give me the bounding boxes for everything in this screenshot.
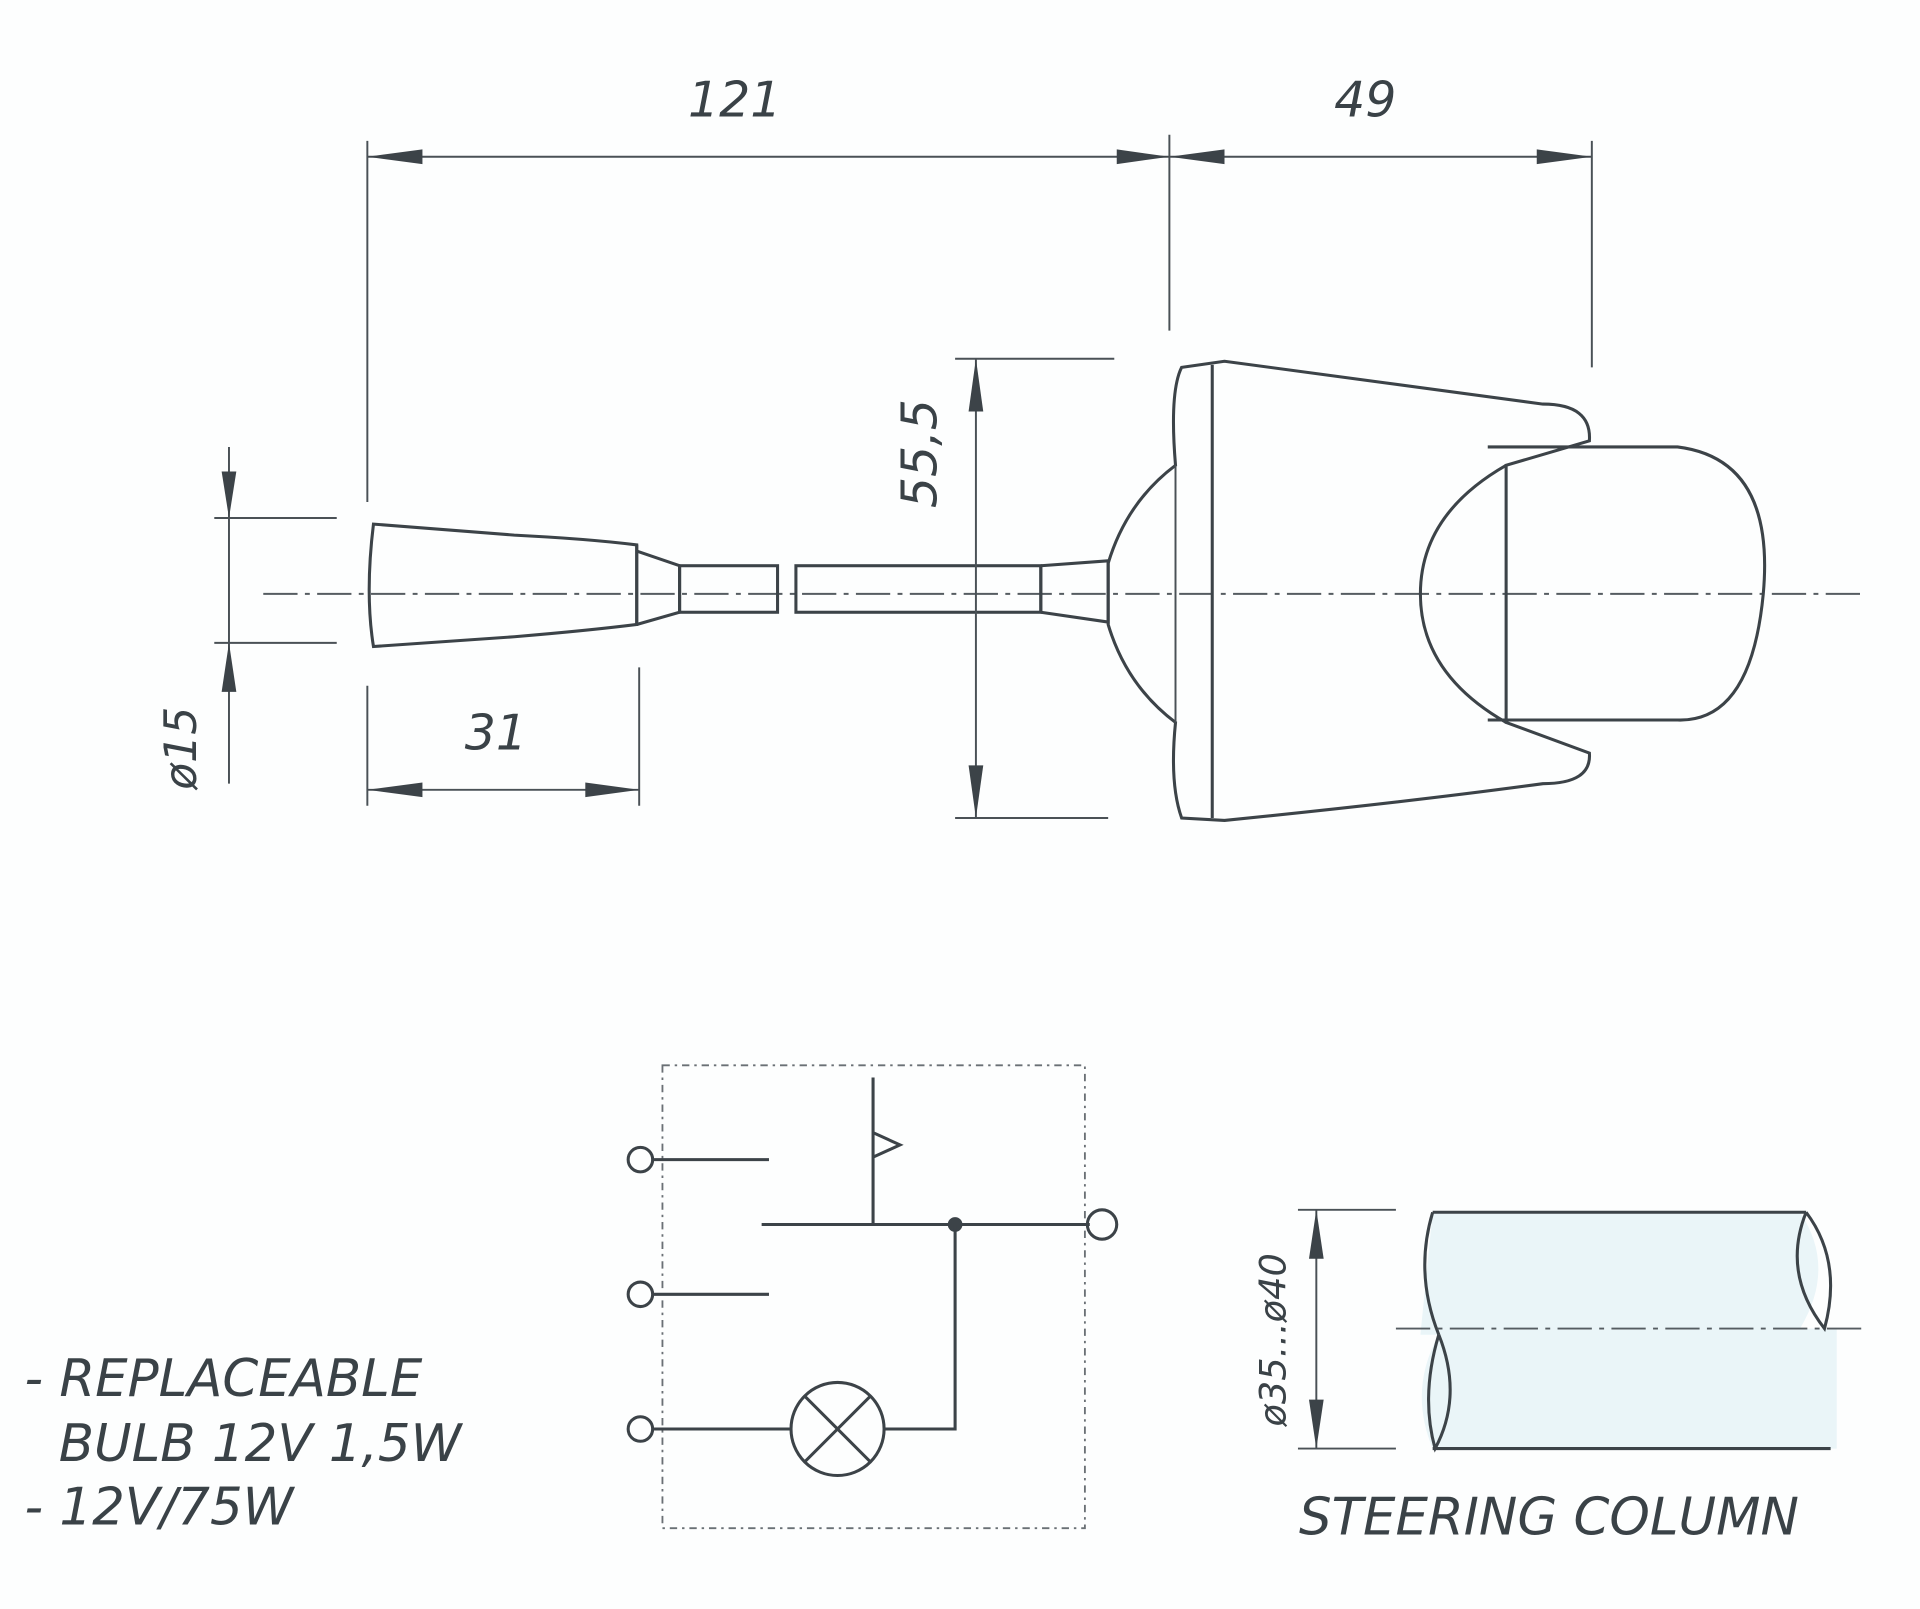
steering-column: ø35...ø40 STEERING COLUMN <box>1252 1208 1862 1547</box>
note-line-2: BULB 12V 1,5W <box>59 1414 464 1474</box>
dim-49-label: 49 <box>1334 71 1396 128</box>
dimension-55-5: 55,5 <box>892 357 1115 819</box>
notes: - REPLACEABLE BULB 12V 1,5W - 12V/75W <box>24 1349 463 1538</box>
dim-55-5-label: 55,5 <box>892 399 949 508</box>
dimension-31: 31 <box>366 667 641 806</box>
dim-31-label: 31 <box>465 704 527 761</box>
steering-column-label: STEERING COLUMN <box>1299 1487 1799 1547</box>
dimension-49: 49 <box>1169 71 1593 368</box>
dim-121-label: 121 <box>688 71 781 128</box>
dimension-diameter-15: ø15 <box>156 446 337 791</box>
dimension-121: 121 <box>366 71 1171 503</box>
switch-body <box>1106 359 1767 822</box>
note-line-1: - REPLACEABLE <box>24 1349 422 1409</box>
lamp-symbol <box>789 1380 886 1478</box>
dim-column-diameter-label: ø35...ø40 <box>1252 1253 1295 1427</box>
note-line-3: - 12V/75W <box>24 1478 295 1538</box>
dim-diameter-15-label: ø15 <box>156 707 207 791</box>
lever-knob <box>367 522 1110 649</box>
circuit-schematic <box>626 1064 1119 1530</box>
